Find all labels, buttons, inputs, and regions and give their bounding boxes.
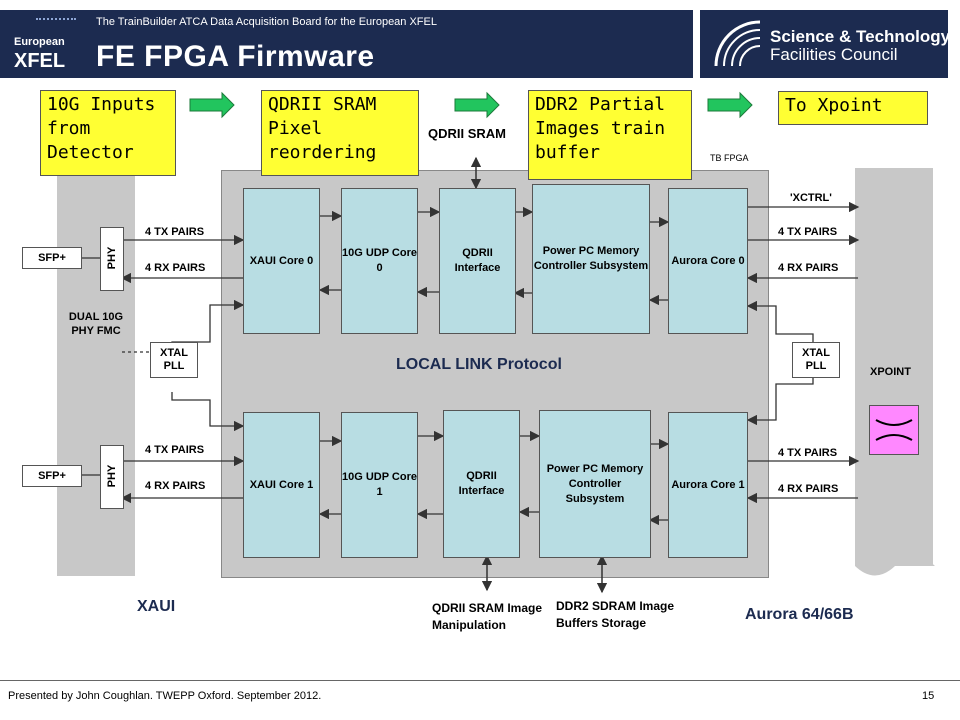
- fmc-label: DUAL 10G PHY FMC: [68, 311, 124, 337]
- udp-core-0: 10G UDP Core 0: [341, 188, 418, 334]
- slide-subtitle: The TrainBuilder ATCA Data Acquisition B…: [96, 16, 437, 28]
- sfp-1: SFP+: [22, 465, 82, 487]
- footer-presenter: Presented by John Coughlan. TWEPP Oxford…: [8, 690, 322, 702]
- callout-qdrii: QDRII SRAM Pixel reordering: [261, 90, 419, 176]
- stfc-emblem-icon: [714, 20, 761, 67]
- xaui-label: XAUI: [137, 598, 176, 615]
- tb-fpga-label: TB FPGA: [710, 153, 749, 163]
- tx-pairs-right-1: 4 TX PAIRS: [778, 447, 838, 459]
- xtal-pll-right: XTAL PLL: [792, 342, 840, 378]
- header-banner: [0, 10, 693, 78]
- logo-line2: XFEL: [14, 50, 66, 72]
- xaui-core-1: XAUI Core 1: [243, 412, 320, 558]
- qdrii-sram-bottom-label: QDRII SRAM Image Manipulation: [432, 601, 543, 632]
- page-number: 15: [922, 690, 935, 702]
- rx-pairs-right-1: 4 RX PAIRS: [778, 483, 839, 495]
- callout-ddr2: DDR2 Partial Images train buffer: [528, 90, 692, 180]
- phy-0: PHY: [100, 227, 124, 291]
- powerpc-subsystem-0: Power PC Memory Controller Subsystem: [532, 184, 650, 334]
- phy-1: PHY: [100, 445, 124, 509]
- xctrl-label: 'XCTRL': [790, 192, 832, 204]
- xpoint-panel: [855, 168, 933, 566]
- stfc-logo: [700, 10, 948, 78]
- xpoint-label: XPOINT: [870, 366, 911, 378]
- tx-pairs-left-1: 4 TX PAIRS: [145, 444, 205, 456]
- powerpc-subsystem-1: Power PC Memory Controller Subsystem: [539, 410, 651, 558]
- stfc-text: Science & Technology Facilities Council: [770, 28, 950, 64]
- footer-divider: [0, 680, 960, 681]
- tx-pairs-left-0: 4 TX PAIRS: [145, 226, 205, 238]
- xpoint-switch-icon: [869, 405, 919, 455]
- phy-1-label: PHY: [106, 464, 118, 488]
- logo-dots-icon: [36, 18, 76, 34]
- rx-pairs-left-0: 4 RX PAIRS: [145, 262, 206, 274]
- aurora-core-0: Aurora Core 0: [668, 188, 748, 334]
- slide-title: FE FPGA Firmware: [96, 40, 375, 73]
- qdrii-interface-0: QDRII Interface: [439, 188, 516, 334]
- qdrii-sram-top-label: QDRII SRAM: [428, 126, 506, 141]
- logo-line1: European: [14, 36, 65, 48]
- udp-core-1: 10G UDP Core 1: [341, 412, 418, 558]
- xtal-pll-left: XTAL PLL: [150, 342, 198, 378]
- callout-xpoint: To Xpoint: [778, 91, 928, 125]
- callout-inputs: 10G Inputs from Detector: [40, 90, 176, 176]
- phy-0-label: PHY: [106, 246, 118, 270]
- aurora-label: Aurora 64/66B: [745, 606, 854, 623]
- xaui-core-0: XAUI Core 0: [243, 188, 320, 334]
- rx-pairs-left-1: 4 RX PAIRS: [145, 480, 206, 492]
- tx-pairs-right-0: 4 TX PAIRS: [778, 226, 838, 238]
- xfel-logo: European XFEL: [0, 10, 87, 78]
- ddr2-sdram-bottom-label: DDR2 SDRAM Image Buffers Storage: [556, 599, 675, 630]
- stfc-line1: Science & Technology: [770, 27, 951, 46]
- local-link-label: LOCAL LINK Protocol: [396, 356, 562, 373]
- aurora-core-1: Aurora Core 1: [668, 412, 748, 558]
- stfc-line2: Facilities Council: [770, 45, 898, 64]
- qdrii-interface-1: QDRII Interface: [443, 410, 520, 558]
- rx-pairs-right-0: 4 RX PAIRS: [778, 262, 839, 274]
- sfp-0: SFP+: [22, 247, 82, 269]
